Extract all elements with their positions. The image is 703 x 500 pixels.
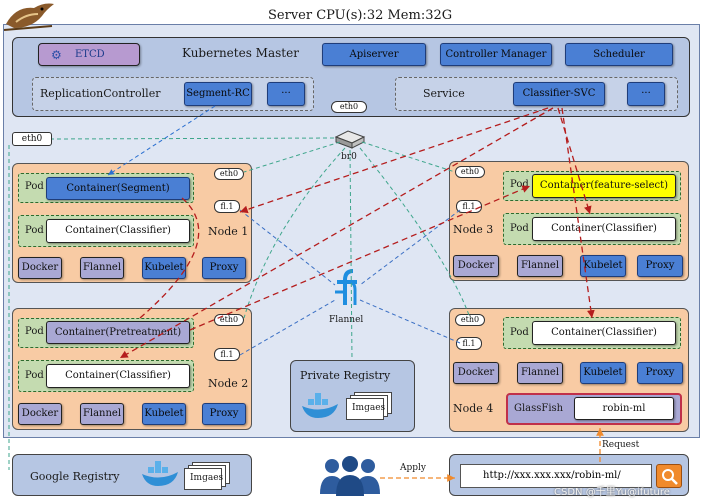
node-4-proxy[interactable]: Proxy: [637, 362, 683, 384]
rc-more-button[interactable]: ···: [267, 82, 305, 106]
node-1-name: Node 1: [208, 225, 249, 238]
node-2-pod-1-label: Pod: [25, 326, 44, 337]
bridge-eth0-badge: eth0: [331, 101, 367, 113]
node-3-kubelet[interactable]: Kubelet: [580, 255, 626, 277]
scheduler-button[interactable]: Scheduler: [565, 43, 673, 66]
node-2-name: Node 2: [208, 377, 249, 390]
robin-ml-app[interactable]: robin-ml: [574, 397, 674, 420]
google-registry-docker-icon: [142, 461, 178, 486]
flannel-label: Flannel: [329, 315, 364, 325]
etcd-label: ETCD: [75, 49, 105, 60]
node-3-proxy[interactable]: Proxy: [637, 255, 683, 277]
bird-logo-icon: [3, 3, 54, 31]
node-4-eth0-badge: eth0: [455, 314, 485, 326]
google-registry-images-label: Imgaes: [190, 473, 224, 483]
replication-controller-label: ReplicationController: [40, 87, 161, 100]
private-registry-title: Private Registry: [300, 369, 391, 382]
node-2-pod-2-label: Pod: [25, 370, 44, 381]
node-4-flannel: Flannel: [517, 362, 563, 384]
etcd-icon: ⚙: [51, 48, 62, 62]
controller-manager-button[interactable]: Controller Manager: [440, 43, 552, 66]
node-3-fl1-badge: fl.1: [456, 200, 482, 213]
node-3-pod-2-label: Pod: [510, 223, 529, 234]
node-4-kubelet[interactable]: Kubelet: [580, 362, 626, 384]
node-1-pod-1-label: Pod: [25, 181, 44, 192]
classifier-svc-button[interactable]: Classifier-SVC: [513, 82, 605, 106]
node-3-name: Node 3: [453, 223, 494, 236]
node-2-proxy[interactable]: Proxy: [202, 403, 246, 425]
bridge-label: br0: [341, 152, 357, 162]
google-registry-images-stack: [184, 462, 230, 490]
node-1-kubelet[interactable]: Kubelet: [142, 257, 186, 279]
node-4-name: Node 4: [453, 402, 494, 415]
server-title: Server CPU(s):32 Mem:32G: [268, 8, 453, 23]
private-registry-images-label: Imgaes: [352, 403, 386, 413]
glassfish-label: GlassFish: [514, 403, 564, 414]
svc-more-button[interactable]: ···: [627, 82, 665, 106]
node-3-container-classifier[interactable]: Container(Classifier): [532, 217, 676, 241]
node-2-fl1-badge: fl.1: [214, 348, 240, 361]
node-1-flannel: Flannel: [80, 257, 124, 279]
master-title: Kubernetes Master: [182, 46, 299, 60]
node-1-eth0-badge: eth0: [214, 168, 244, 180]
url-text: http://xxx.xxx.xxx/robin-ml/: [483, 470, 621, 481]
private-registry-docker-icon: [302, 393, 338, 418]
apiserver-button[interactable]: Apiserver: [322, 43, 426, 66]
flannel-logo-icon: [335, 269, 357, 305]
csdn-watermark: CSDN @千里Yu@ifuture: [554, 487, 670, 498]
etcd-badge: ⚙ ETCD: [38, 43, 140, 66]
search-button[interactable]: [656, 464, 682, 488]
segment-rc-button[interactable]: Segment-RC: [184, 82, 252, 106]
users-group-icon: [320, 456, 380, 496]
node-4-docker: Docker: [453, 362, 499, 384]
node-1-docker: Docker: [18, 257, 62, 279]
node-3-container-feature-select[interactable]: Container(feature-select): [532, 174, 676, 198]
search-icon: [662, 469, 678, 485]
node-4-container-classifier[interactable]: Container(Classifier): [532, 321, 676, 345]
server-eth0-badge: eth0: [12, 132, 52, 146]
node-3-pod-1-label: Pod: [510, 179, 529, 190]
bridge-switch-icon: [334, 130, 366, 149]
node-2-eth0-badge: eth0: [214, 314, 244, 326]
node-4-pod-1-label: Pod: [510, 327, 529, 338]
node-3-docker: Docker: [453, 255, 499, 277]
node-1-pod-2-label: Pod: [25, 225, 44, 236]
google-registry-title: Google Registry: [30, 470, 120, 483]
node-4-fl1-badge: fl.1: [456, 337, 482, 350]
request-label: Request: [602, 440, 640, 450]
apply-label: Apply: [400, 463, 426, 473]
node-3-flannel: Flannel: [517, 255, 563, 277]
service-label: Service: [423, 87, 465, 100]
node-1-proxy[interactable]: Proxy: [202, 257, 246, 279]
node-2-container-classifier[interactable]: Container(Classifier): [46, 364, 190, 388]
url-input[interactable]: http://xxx.xxx.xxx/robin-ml/: [460, 464, 652, 488]
node-1-container-classifier[interactable]: Container(Classifier): [46, 219, 190, 243]
node-2-kubelet[interactable]: Kubelet: [142, 403, 186, 425]
node-2-flannel: Flannel: [80, 403, 124, 425]
node-3-eth0-badge: eth0: [455, 166, 485, 178]
private-registry-images-stack: [346, 392, 392, 420]
node-1-fl1-badge: fl.1: [214, 200, 240, 213]
node-2-container-pretreatment[interactable]: Container(Pretreatment): [46, 321, 190, 344]
node-2-docker: Docker: [18, 403, 62, 425]
node-1-container-segment[interactable]: Container(Segment): [46, 177, 190, 200]
